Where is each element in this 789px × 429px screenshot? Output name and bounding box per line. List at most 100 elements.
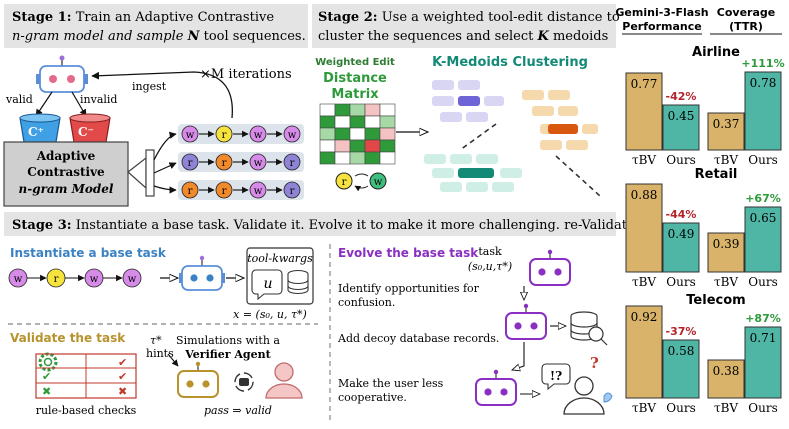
matrix-cell — [379, 139, 396, 153]
delta-label: -42% — [666, 90, 697, 103]
task-tuple-label: (s₀,u,τ*) — [468, 260, 512, 273]
matrix-label: Matrix — [331, 87, 379, 102]
base-sequence-label: w — [90, 274, 99, 285]
category-label: τBV — [632, 401, 656, 415]
question-mark: ? — [590, 354, 599, 372]
valid-label: valid — [5, 93, 33, 106]
bar — [744, 71, 782, 151]
domain-title: Telecom — [686, 293, 745, 308]
user-icon — [265, 362, 303, 399]
verifier-label: Verifier Agent — [184, 348, 271, 361]
sequence-node — [181, 181, 199, 199]
cluster-chip — [432, 80, 454, 90]
cluster-chip — [466, 112, 488, 122]
sequence-node — [283, 181, 301, 199]
checklist-icon — [35, 353, 137, 399]
category-label: τBV — [632, 275, 656, 289]
cluster-chip — [424, 154, 446, 164]
database-icon — [287, 269, 309, 295]
sequence-node — [249, 181, 267, 199]
sequence-node-label: r — [188, 186, 193, 197]
swap-icon — [355, 173, 369, 188]
distance-label: Distance — [323, 71, 387, 86]
sampler-mouth — [145, 149, 155, 197]
bar-value-label: 0.45 — [668, 109, 695, 123]
sequence-node-label: w — [288, 130, 297, 141]
stage2-title-pre: cluster the sequences and select — [318, 29, 538, 44]
stage3-title-bold: Stage 3: — [12, 218, 72, 233]
c-plus-bucket — [19, 113, 61, 143]
sequence-node-label: r — [290, 158, 295, 169]
sequence-node-label: w — [254, 186, 263, 197]
stage1-title-line2: n-gram model and sample N tool sequences… — [12, 29, 306, 44]
bar-value-label: 0.58 — [668, 344, 695, 358]
perf-header-2: Performance — [622, 20, 701, 33]
matrix-cell — [319, 151, 336, 165]
bar — [662, 222, 700, 273]
matrix-cell — [334, 127, 351, 141]
bar — [662, 104, 700, 151]
matrix-cell — [379, 151, 396, 165]
evolve-heading: Evolve the base task — [338, 246, 479, 260]
verifier-robot-icon — [177, 361, 219, 398]
sampler-funnel — [127, 156, 147, 190]
bar-value-label: 0.65 — [750, 211, 777, 225]
delta-label: +67% — [745, 192, 781, 205]
stage3-header-bg — [4, 212, 616, 236]
matrix-cell — [334, 139, 351, 153]
check-mark-2: ✔ — [118, 370, 127, 383]
sequence-node — [283, 125, 301, 143]
sequence-node — [249, 153, 267, 171]
bar — [662, 339, 700, 399]
category-label: Ours — [748, 275, 777, 289]
base-sequence-node — [8, 268, 28, 288]
cluster-chip — [492, 182, 514, 192]
evolve-arrow-2 — [512, 342, 525, 370]
perf-header-1: Gemini-3-Flash — [615, 6, 708, 19]
base-sequence-label: r — [54, 274, 59, 285]
wave-hand-icon — [603, 392, 613, 403]
user-speech-icon — [251, 269, 283, 301]
decoy-label: Add decoy database records. — [337, 332, 499, 345]
matrix-cell — [364, 139, 381, 153]
base-sequence-node — [84, 268, 104, 288]
cluster-chip — [548, 90, 570, 100]
bar-value-label: 0.88 — [631, 188, 658, 202]
ingest-label: ingest — [132, 80, 167, 93]
sequence-node — [249, 125, 267, 143]
matrix-cell — [319, 127, 336, 141]
bar-value-label: 0.92 — [631, 310, 658, 324]
sequence-node-label: r — [290, 186, 295, 197]
stage1-header-bg — [4, 4, 308, 48]
sample-branches — [153, 131, 177, 194]
invalid-arrow — [71, 91, 87, 117]
user-utterance-label: u — [263, 276, 272, 292]
swap-r-label: r — [342, 177, 347, 188]
stage1-title-pre: n-gram model and sample — [12, 29, 188, 44]
model-line2: Contrastive — [27, 165, 105, 179]
delta-label: -37% — [666, 325, 697, 338]
base-sequence-label: w — [14, 274, 23, 285]
stage2-title-text: Use a weighted tool-edit distance to — [378, 10, 620, 25]
cluster-chip — [558, 106, 578, 116]
category-label: τBV — [714, 153, 738, 167]
less-coop-line2: cooperative. — [338, 391, 407, 404]
matrix-cell — [319, 115, 336, 129]
simulations-label: Simulations with a — [176, 334, 280, 347]
coverage-header-2: (TTR) — [729, 20, 763, 33]
sequence-node — [215, 125, 233, 143]
delta-label: +111% — [741, 57, 784, 70]
bar — [707, 232, 745, 273]
sequence-node — [181, 153, 199, 171]
stage1-title-bold: Stage 1: — [12, 10, 72, 25]
valid-arrow — [35, 91, 53, 117]
matrix-cell — [364, 103, 381, 117]
less-coop-line1: Make the user less — [338, 377, 444, 390]
bar — [625, 305, 663, 399]
sequence-node — [215, 153, 233, 171]
identify-line1: Identify opportunities for — [338, 282, 480, 295]
cluster-chip — [476, 154, 498, 164]
stage2-title-k: K — [537, 29, 550, 44]
swap-w-label: w — [374, 177, 383, 188]
